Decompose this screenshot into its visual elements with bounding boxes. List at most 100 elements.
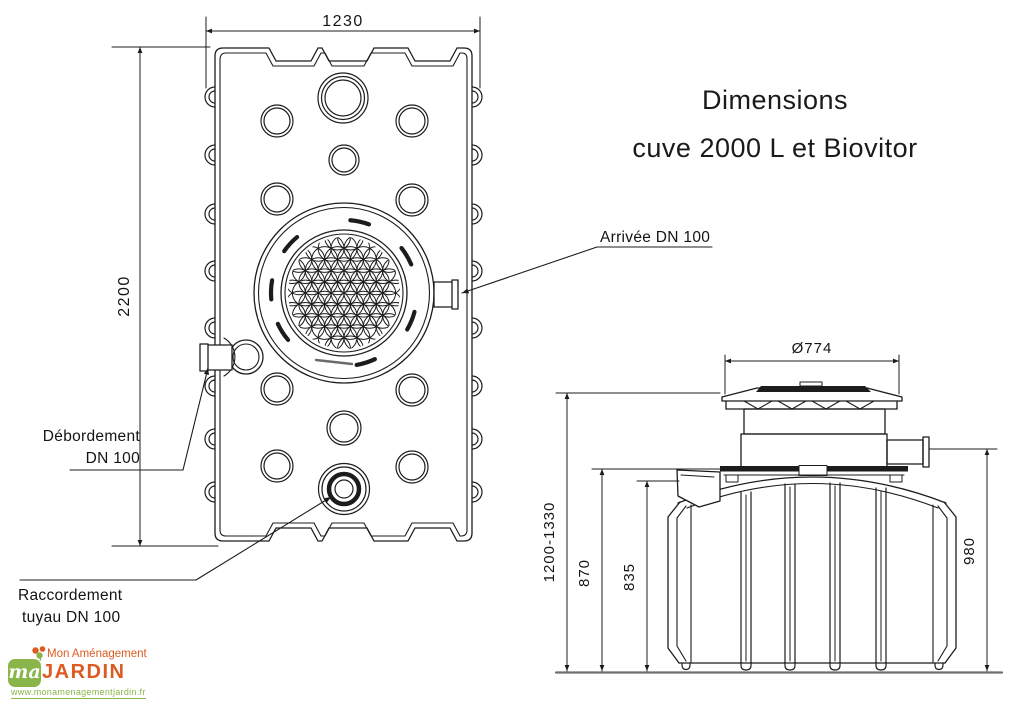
flower-dot bbox=[342, 291, 346, 295]
rib-foot bbox=[740, 662, 752, 671]
flower-dot bbox=[310, 303, 313, 306]
hole-ring bbox=[329, 413, 359, 443]
page-title: Dimensions cuve 2000 L et Biovitor bbox=[615, 76, 935, 172]
flower-dot bbox=[342, 269, 346, 272]
edge-bump bbox=[471, 481, 483, 503]
logo-website: www.monamenagementjardin.fr bbox=[11, 687, 146, 699]
hole-ring bbox=[260, 104, 294, 138]
logo-monogram: ma bbox=[8, 659, 41, 687]
edge-bump bbox=[471, 485, 479, 499]
title-line1: Dimensions bbox=[701, 85, 849, 115]
edge-bump bbox=[204, 428, 216, 450]
hole-ring bbox=[334, 479, 354, 499]
flower-dot bbox=[310, 258, 313, 261]
flower-dot bbox=[388, 303, 391, 306]
flower-dot bbox=[329, 247, 333, 250]
flower-dot bbox=[381, 269, 384, 272]
edge-bump bbox=[471, 207, 479, 221]
cover-cap bbox=[721, 381, 903, 410]
dim-height-value: 2200 bbox=[116, 275, 133, 317]
edge-bump bbox=[204, 260, 216, 282]
pipe-connection-ring bbox=[326, 471, 362, 507]
hole-ring bbox=[260, 449, 294, 483]
flower-dot bbox=[304, 291, 307, 295]
flower-dot bbox=[310, 325, 313, 328]
side-outlet-pipe bbox=[886, 436, 930, 468]
flower-dot bbox=[329, 269, 333, 272]
edge-bump bbox=[471, 203, 483, 225]
hole-ring bbox=[398, 453, 426, 481]
hole-ring bbox=[398, 107, 426, 135]
manhole-cover bbox=[253, 202, 435, 384]
edge-bump bbox=[204, 317, 216, 339]
flower-dot bbox=[381, 291, 384, 295]
dim-height bbox=[111, 46, 219, 547]
cover-grip-dash bbox=[354, 357, 377, 367]
hole-ring bbox=[395, 373, 429, 407]
edge-bump bbox=[204, 375, 216, 397]
label-raccordement-line1: Raccordement bbox=[18, 587, 123, 604]
dim-lid-diameter bbox=[724, 354, 900, 395]
edge-bump bbox=[208, 321, 216, 335]
edge-bump bbox=[471, 317, 483, 339]
cap-strut bbox=[811, 400, 827, 410]
logo-brand-line1: Mon Aménagement bbox=[47, 648, 147, 660]
flower-dot bbox=[304, 314, 307, 317]
edge-bump bbox=[471, 375, 483, 397]
flower-dot bbox=[375, 258, 378, 261]
dim-height-to-lid bbox=[591, 468, 721, 672]
label-debordement-line1: Débordement bbox=[43, 428, 141, 445]
label-raccordement-line2: tuyau DN 100 bbox=[22, 609, 120, 626]
edge-bump bbox=[204, 86, 216, 108]
lid-plate bbox=[720, 465, 908, 483]
flower-dot bbox=[323, 303, 326, 306]
flower-dot bbox=[349, 325, 352, 328]
cover-grip-dash bbox=[348, 218, 372, 227]
tank-outline-outer bbox=[214, 47, 473, 542]
flower-dot bbox=[329, 291, 333, 295]
dim-lid-diameter-value: Ø774 bbox=[792, 340, 833, 357]
edge-bump bbox=[471, 321, 479, 335]
flower-dot bbox=[388, 280, 391, 283]
flower-dot bbox=[317, 314, 320, 317]
tank-outline-inner bbox=[219, 52, 468, 537]
hole-ring bbox=[395, 450, 429, 484]
flower-dot bbox=[310, 280, 313, 283]
flower-dot bbox=[355, 269, 359, 272]
hole-ring bbox=[320, 75, 366, 121]
flower-dot bbox=[349, 280, 352, 283]
hole-ring bbox=[398, 186, 426, 214]
tank-body bbox=[667, 476, 957, 671]
hole-ring bbox=[395, 104, 429, 138]
hole-ring bbox=[395, 183, 429, 217]
edge-bump bbox=[208, 264, 216, 278]
brand-logo: ma Mon Aménagement JARDIN www.monamenage… bbox=[6, 642, 176, 702]
cover-grip-dashes bbox=[268, 218, 417, 367]
edge-bump bbox=[208, 207, 216, 221]
flower-dots bbox=[297, 247, 391, 339]
rib-foot bbox=[934, 662, 944, 671]
edge-bump bbox=[204, 144, 216, 166]
hole-ring bbox=[263, 185, 291, 213]
leader-raccordement bbox=[19, 496, 332, 581]
flower-dot bbox=[349, 258, 352, 261]
dim-total-height bbox=[555, 392, 721, 672]
cover-grip-dash bbox=[405, 309, 417, 332]
hole-ring bbox=[263, 107, 291, 135]
logo-brand-line2: JARDIN bbox=[42, 661, 126, 683]
rib-foot bbox=[784, 662, 796, 671]
flower-dot bbox=[375, 325, 378, 328]
cap-strut bbox=[791, 400, 807, 410]
overflow-spout bbox=[676, 469, 721, 508]
flower-dot bbox=[342, 247, 346, 250]
flower-dot bbox=[317, 291, 320, 295]
dim-body-height-value: 980 bbox=[961, 537, 978, 565]
edge-bump bbox=[471, 90, 479, 104]
hole-ring bbox=[331, 147, 357, 173]
edge-bump bbox=[471, 144, 483, 166]
edge-bump bbox=[208, 485, 216, 499]
hole-ring bbox=[398, 376, 426, 404]
cap-strut bbox=[757, 400, 773, 410]
hole-ring bbox=[328, 144, 360, 176]
